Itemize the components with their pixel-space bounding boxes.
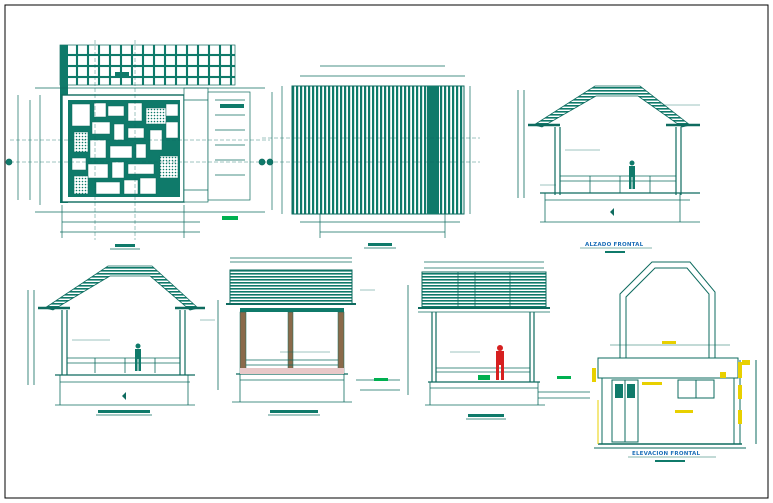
rear-elevation-view [407, 261, 590, 420]
front-elevation-view [592, 261, 757, 449]
side-elevation-view [217, 257, 400, 416]
floor-plan-view [5, 40, 274, 250]
tile-grid-top [59, 44, 236, 86]
section-view-2 [27, 265, 215, 416]
section-title-frontal: ALZADO FRONTAL [585, 242, 644, 248]
human-figure-icon [496, 345, 504, 380]
roof-plan-view [258, 65, 480, 249]
elevation-title-front: ELEVACION FRONTAL [632, 451, 700, 457]
human-figure-icon [135, 343, 141, 371]
sheet-border [4, 4, 769, 499]
section-view-1 [517, 85, 700, 223]
human-figure-icon [629, 160, 635, 189]
